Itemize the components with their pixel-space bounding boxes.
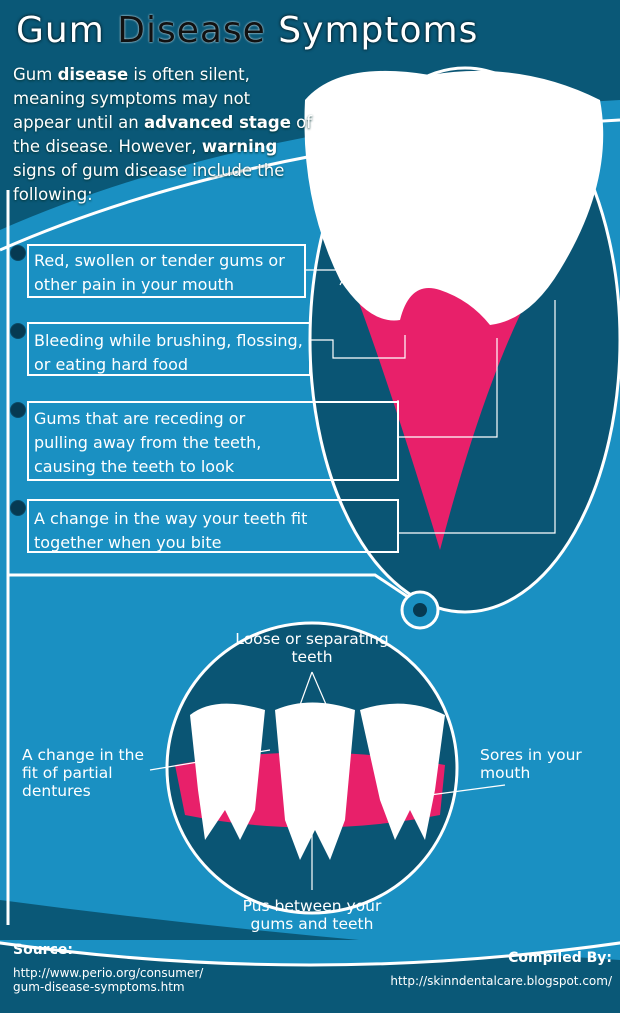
label-sores: Sores in your mouth xyxy=(480,746,582,782)
large-tooth xyxy=(304,70,604,325)
compiled-label: Compiled By: xyxy=(508,950,612,966)
compiled-block: Compiled By: http://skinndentalcare.blog… xyxy=(390,950,612,988)
title-word: Symptoms xyxy=(278,10,479,51)
bullet-dot xyxy=(10,323,26,339)
page-title: Gum Disease Symptoms xyxy=(16,10,478,51)
intro-bold: warning xyxy=(201,137,278,156)
compiled-url[interactable]: http://skinndentalcare.blogspot.com/ xyxy=(390,974,612,988)
title-word: Gum xyxy=(16,10,105,51)
title-word-emphasis: Disease xyxy=(117,10,266,51)
bullet-dot xyxy=(10,245,26,261)
label-dentures: A change in the fit of partial dentures xyxy=(22,746,144,800)
intro-text: is often silent, meaning symptoms may no… xyxy=(13,65,251,132)
symptom-item: Red, swollen or tender gums or other pai… xyxy=(34,251,285,294)
bullet-dot xyxy=(10,402,26,418)
intro-bold: disease xyxy=(57,65,129,84)
label-pus: Pus between your gums and teeth xyxy=(242,897,382,933)
intro-bold: advanced stage xyxy=(143,113,291,132)
intro-text: Gum xyxy=(13,65,58,84)
source-label: Source: xyxy=(13,942,73,958)
bullet-dot xyxy=(10,500,26,516)
intro-text: signs of gum disease include the followi… xyxy=(13,161,285,204)
source-url[interactable]: http://www.perio.org/consumer/ xyxy=(13,966,204,980)
intro-paragraph: Gum disease is often silent, meaning sym… xyxy=(13,63,313,207)
source-block: Source: http://www.perio.org/consumer/ g… xyxy=(13,942,203,994)
label-loose-teeth: Loose or separating teeth xyxy=(235,630,389,666)
symptom-item: A change in the way your teeth fit toget… xyxy=(34,509,308,552)
symptom-item: Gums that are receding or pulling away f… xyxy=(34,409,262,476)
source-url[interactable]: gum-disease-symptoms.htm xyxy=(13,980,185,994)
symptom-item: Bleeding while brushing, flossing, or ea… xyxy=(34,331,303,374)
intro-text: of the disease. However, xyxy=(13,113,313,156)
